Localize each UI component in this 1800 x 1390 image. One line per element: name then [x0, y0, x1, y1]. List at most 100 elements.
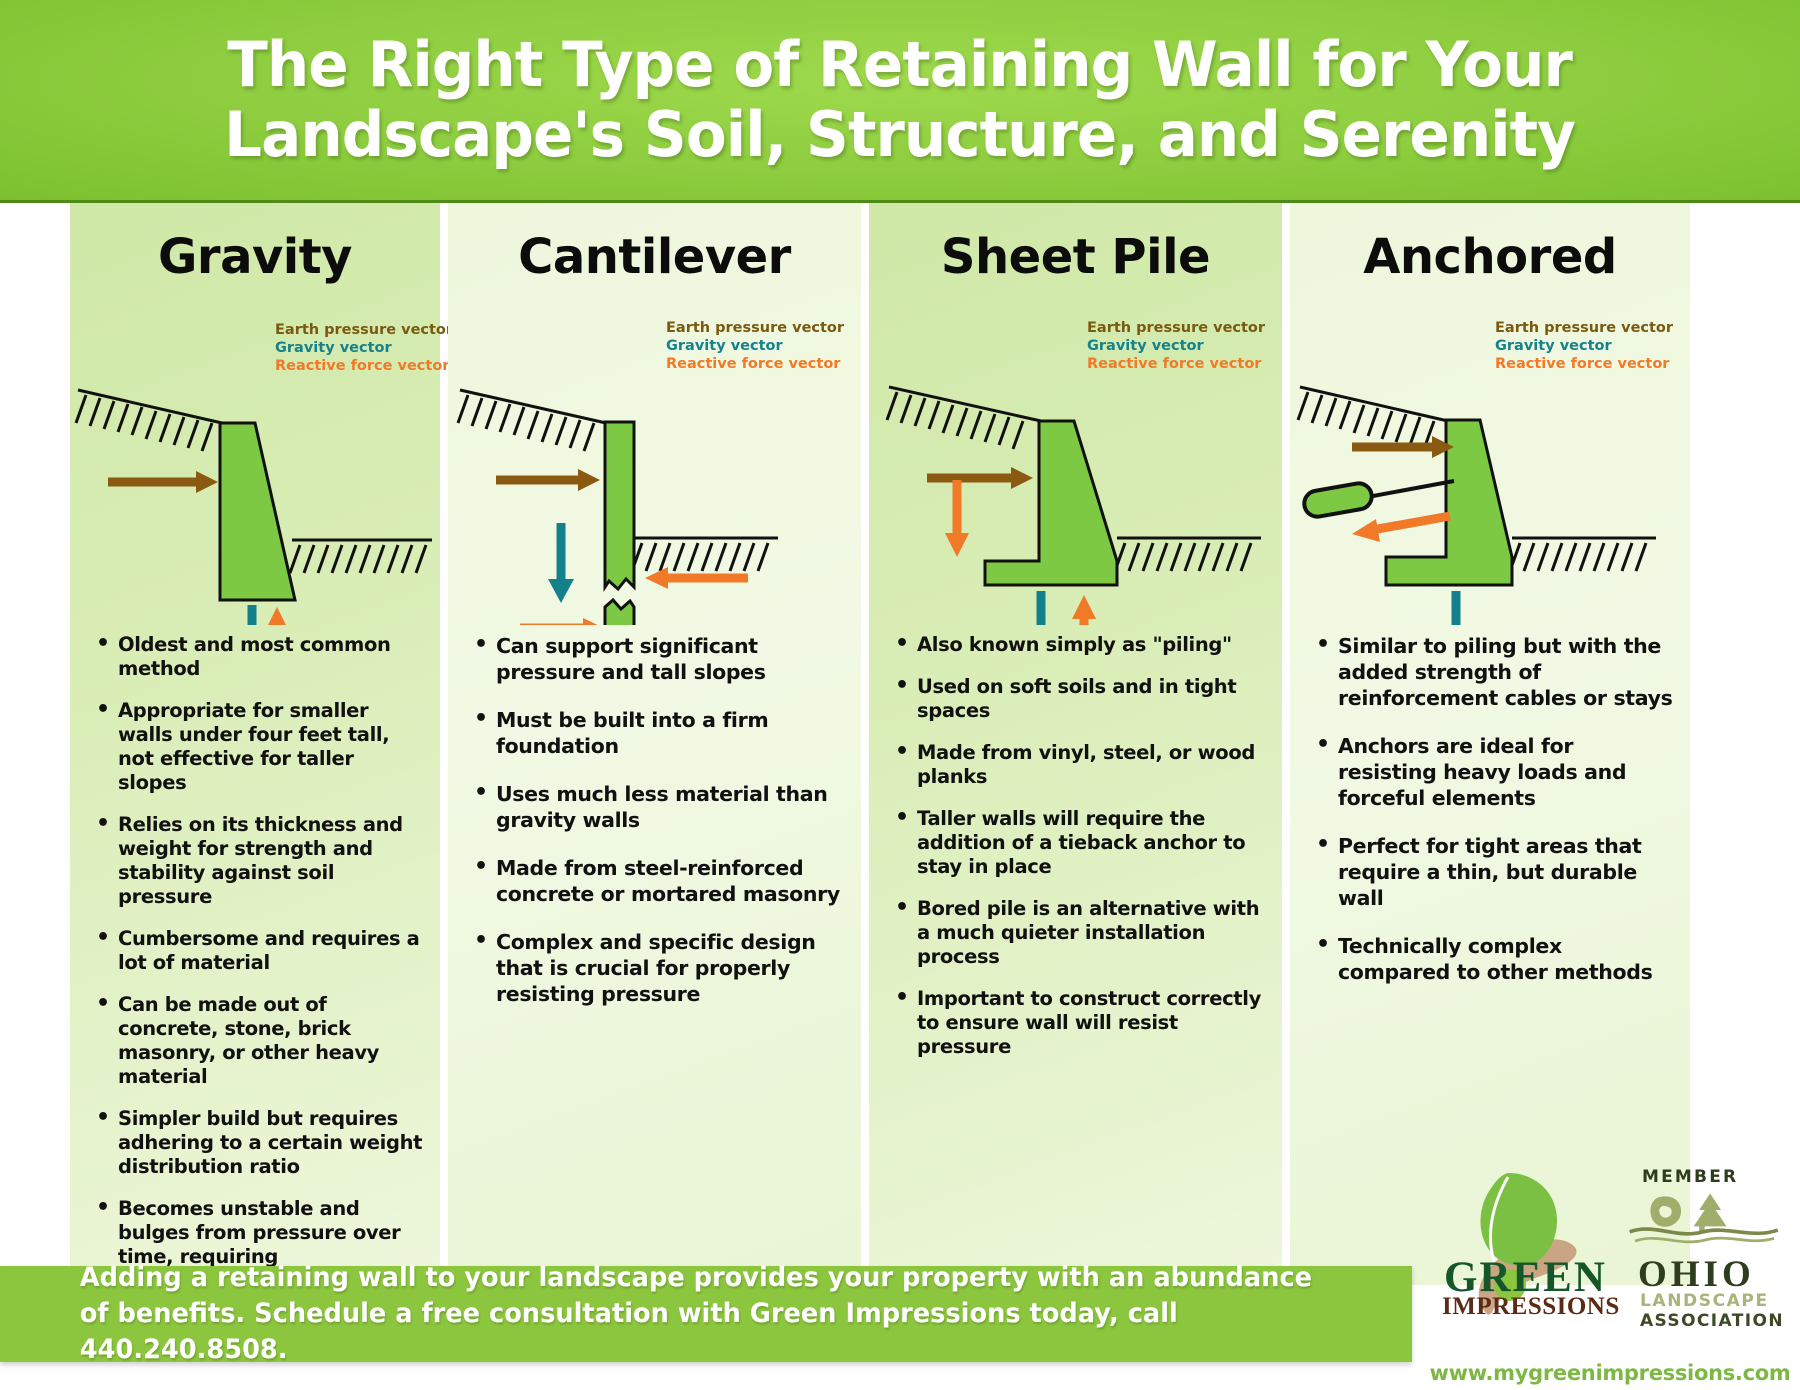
wall-shape-anchored — [1384, 418, 1514, 587]
bullet-list-cantilever: Can support significant pressure and tal… — [448, 632, 861, 1007]
column-title-anchored: Anchored — [1363, 229, 1617, 285]
reactive-force-arrow-up — [1072, 595, 1096, 625]
slope-hatch-lower — [288, 538, 432, 574]
logo-area: GREEN IMPRESSIONS MEMBER OHIO LANDSCAPE … — [1420, 1165, 1800, 1390]
ola-line2: LANDSCAPE — [1640, 1291, 1769, 1311]
reactive-force-arrow-bottom — [520, 618, 598, 625]
list-item: Uses much less material than gravity wal… — [474, 780, 847, 833]
green-impressions-line1: GREEN — [1444, 1254, 1607, 1301]
wall-shape-gravity — [218, 421, 297, 602]
legend-gravity-vector: Gravity vector — [275, 340, 392, 356]
column-title-cantilever: Cantilever — [518, 229, 791, 285]
ola-line3: ASSOCIATION — [1640, 1311, 1784, 1331]
list-item: Anchors are ideal for resisting heavy lo… — [1316, 732, 1676, 811]
slope-hatch-lower — [1508, 536, 1656, 572]
legend-sheet-pile: Earth pressure vector Gravity vector Rea… — [1087, 319, 1265, 373]
slope-hatch-upper — [74, 388, 223, 452]
earth-pressure-arrow — [496, 469, 600, 491]
list-item: Can be made out of concrete, stone, bric… — [96, 992, 426, 1089]
leaf-dot — [1494, 1269, 1526, 1301]
list-item: Can support significant pressure and tal… — [474, 632, 847, 685]
earth-pressure-arrow — [927, 467, 1033, 489]
ola-wave-top — [1629, 1227, 1779, 1236]
column-gravity: Gravity — [70, 203, 453, 1292]
legend-reactive-force: Reactive force vector — [666, 356, 841, 372]
list-item: Important to construct correctly to ensu… — [895, 986, 1268, 1059]
list-item: Must be built into a firm foundation — [474, 706, 847, 759]
ohio-landscape-association-logo: MEMBER OHIO LANDSCAPE ASSOCIATION — [1618, 1165, 1793, 1331]
list-item: Relies on its thickness and weight for s… — [96, 812, 426, 909]
list-item: Cumbersome and requires a lot of materia… — [96, 926, 426, 975]
list-item: Complex and specific design that is cruc… — [474, 928, 847, 1007]
legend-gravity-vector: Gravity vector — [666, 338, 783, 354]
column-title-gravity: Gravity — [158, 229, 352, 285]
poster-title-line2: Landscape's Soil, Structure, and Serenit… — [224, 98, 1577, 171]
green-impressions-line2: IMPRESSIONS — [1442, 1293, 1620, 1320]
ola-tree-icon — [1693, 1193, 1727, 1232]
legend-earth-pressure: Earth pressure vector — [666, 320, 845, 336]
columns-container: Gravity — [0, 203, 1800, 1292]
list-item: Made from steel-reinforced concrete or m… — [474, 854, 847, 907]
legend-reactive-force: Reactive force vector — [1495, 356, 1670, 372]
ola-wave-bottom — [1634, 1236, 1775, 1244]
column-title-sheet-pile: Sheet Pile — [940, 229, 1211, 285]
column-anchored: Anchored — [1290, 203, 1690, 1285]
list-item: Taller walls will require the addition o… — [895, 806, 1268, 879]
legend-gravity: Earth pressure vector Gravity vector Rea… — [275, 321, 453, 375]
website-url[interactable]: www.mygreenimpressions.com — [1429, 1361, 1791, 1385]
diagram-cantilever: Earth pressure vector Gravity vector Rea… — [448, 295, 861, 625]
legend-earth-pressure: Earth pressure vector — [275, 322, 454, 338]
ola-line1: OHIO — [1638, 1254, 1755, 1295]
legend-gravity-vector: Gravity vector — [1495, 338, 1612, 354]
poster-header: The Right Type of Retaining Wall for You… — [0, 0, 1800, 203]
footer-cta-text: Adding a retaining wall to your landscap… — [79, 1262, 1313, 1365]
gravity-arrow — [548, 523, 574, 603]
anchor-capsule — [1302, 481, 1374, 519]
slope-hatch-lower — [1113, 536, 1261, 572]
list-item: Oldest and most common method — [96, 632, 426, 681]
slope-hatch-upper — [1296, 385, 1449, 450]
reactive-force-arrow — [268, 607, 286, 625]
earth-pressure-arrow — [1352, 436, 1454, 458]
slope-hatch-upper — [456, 388, 607, 452]
diagram-anchored: Earth pressure vector Gravity vector Rea… — [1290, 295, 1690, 625]
gravity-arrow — [247, 605, 257, 625]
list-item: Appropriate for smaller walls under four… — [96, 698, 426, 795]
list-item: Also known simply as "piling" — [895, 632, 1268, 657]
diagram-gravity: Earth pressure vector Gravity vector Rea… — [70, 295, 453, 625]
list-item: Bored pile is an alternative with a much… — [895, 896, 1268, 969]
list-item: Perfect for tight areas that require a t… — [1316, 832, 1676, 911]
slope-hatch-upper — [885, 385, 1042, 450]
leaf-vein — [1488, 1176, 1510, 1262]
bullet-list-gravity: Oldest and most common method Appropriat… — [70, 632, 440, 1293]
legend-earth-pressure: Earth pressure vector — [1495, 320, 1674, 336]
bullet-list-anchored: Similar to piling but with the added str… — [1290, 632, 1690, 985]
list-item: Simpler build but requires adhering to a… — [96, 1106, 426, 1179]
list-item: Used on soft soils and in tight spaces — [895, 674, 1268, 723]
green-impressions-logo: GREEN IMPRESSIONS — [1430, 1165, 1619, 1330]
slope-hatch-lower — [630, 536, 778, 572]
bullet-list-sheet-pile: Also known simply as "piling" Used on so… — [869, 632, 1282, 1059]
legend-earth-pressure: Earth pressure vector — [1087, 320, 1266, 336]
column-sheet-pile: Sheet Pile — [869, 203, 1282, 1285]
earth-pressure-arrow — [108, 471, 218, 493]
gravity-arrow — [1451, 591, 1461, 625]
poster-title: The Right Type of Retaining Wall for You… — [224, 28, 1577, 171]
legend-cantilever: Earth pressure vector Gravity vector Rea… — [666, 319, 844, 373]
wall-shape-cantilever-fragment — [603, 597, 636, 625]
list-item: Made from vinyl, steel, or wood planks — [895, 740, 1268, 789]
reactive-force-arrow-left — [1352, 511, 1451, 542]
ola-member-label: MEMBER — [1642, 1167, 1739, 1187]
list-item: Similar to piling but with the added str… — [1316, 632, 1676, 711]
wall-shape-cantilever-stem — [603, 420, 636, 592]
column-cantilever: Cantilever — [448, 203, 861, 1285]
reactive-force-arrow-down — [945, 480, 969, 557]
ola-shrub-icon — [1650, 1196, 1682, 1227]
legend-gravity-vector: Gravity vector — [1087, 338, 1204, 354]
legend-reactive-force: Reactive force vector — [1087, 356, 1262, 372]
wall-shape-sheet-pile — [983, 419, 1119, 587]
poster-title-line1: The Right Type of Retaining Wall for You… — [227, 28, 1574, 101]
gravity-arrow — [1036, 591, 1046, 625]
legend-reactive-force: Reactive force vector — [275, 358, 450, 374]
